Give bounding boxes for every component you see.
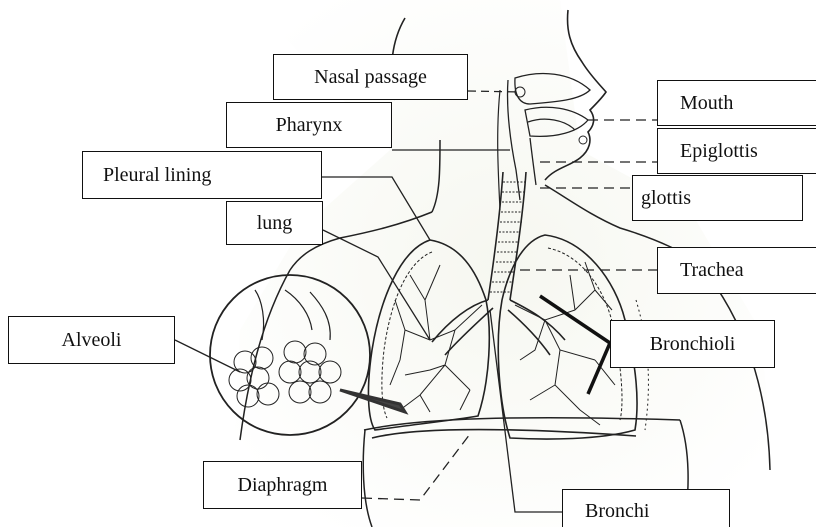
label-lung: lung — [226, 201, 323, 245]
label-pharynx: Pharynx — [226, 102, 392, 148]
label-bronchi-text: Bronchi — [585, 500, 649, 523]
label-pleural-lining-text: Pleural lining — [103, 164, 211, 187]
label-alveoli-text: Alveoli — [62, 329, 122, 352]
label-diaphragm: Diaphragm — [203, 461, 362, 509]
label-glottis-text: glottis — [641, 187, 691, 210]
label-glottis: glottis — [632, 175, 803, 221]
label-mouth-text: Mouth — [680, 92, 733, 115]
label-trachea: Trachea — [657, 247, 816, 294]
label-nasal-passage-text: Nasal passage — [314, 66, 427, 89]
label-alveoli: Alveoli — [8, 316, 175, 364]
label-lung-text: lung — [257, 212, 293, 235]
label-pharynx-text: Pharynx — [276, 114, 343, 137]
label-epiglottis-text: Epiglottis — [680, 140, 758, 163]
label-bronchioli-text: Bronchioli — [650, 333, 736, 356]
label-pleural-lining: Pleural lining — [82, 151, 322, 199]
label-bronchioli: Bronchioli — [610, 320, 775, 368]
sinus-dot — [579, 136, 587, 144]
label-mouth: Mouth — [657, 80, 816, 126]
label-epiglottis: Epiglottis — [657, 128, 816, 174]
label-trachea-text: Trachea — [680, 259, 744, 282]
label-diaphragm-text: Diaphragm — [238, 474, 328, 497]
leader-alveoli — [175, 340, 240, 372]
label-bronchi: Bronchi — [562, 489, 730, 527]
label-nasal-passage: Nasal passage — [273, 54, 468, 100]
